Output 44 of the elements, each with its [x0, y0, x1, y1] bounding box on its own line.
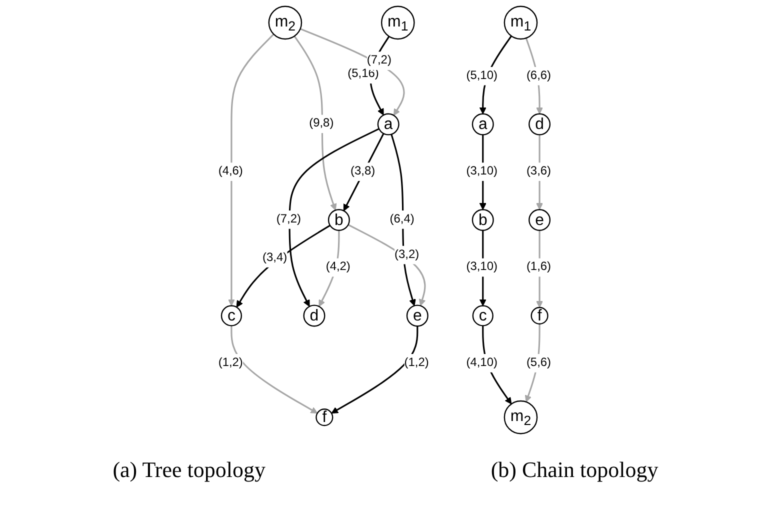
edge-label: (9,8) — [309, 116, 334, 130]
edge-label: (6,4) — [390, 212, 414, 226]
arrow — [236, 224, 330, 308]
edge-label: (6,6) — [526, 68, 552, 82]
node-circle: c — [220, 305, 242, 326]
node-circle: m$_{2}$ — [504, 400, 538, 434]
node-circle: b — [328, 209, 350, 231]
node-circle: b — [472, 209, 494, 231]
caption-text: (b) Chain topology — [490, 457, 658, 483]
node-circle: a — [377, 113, 400, 136]
edge-label: (1,2) — [218, 356, 243, 370]
node-circle: e — [528, 209, 551, 231]
node-circle: d — [303, 304, 326, 327]
edge-label: (1,2) — [404, 356, 429, 370]
arrow — [294, 36, 337, 210]
edge-label: (5,6) — [526, 356, 552, 370]
edge-label: (3,2) — [394, 247, 420, 261]
node-circle: m$_{2}$ — [268, 6, 302, 40]
node-circle: a — [472, 113, 494, 136]
caption-text: (a) Tree topology — [112, 457, 266, 483]
node-circle: f — [530, 306, 548, 324]
edge-label: (7,2) — [276, 212, 302, 226]
edge-label: (3,10) — [466, 260, 498, 274]
edge-label: (1,6) — [526, 260, 552, 274]
node-circle: m$_{1}$ — [504, 6, 538, 40]
edge-label: (4,2) — [326, 260, 350, 274]
edge-label: (3,8) — [350, 164, 376, 178]
edge-label: (7,2) — [366, 53, 392, 67]
node-circle: c — [472, 305, 494, 326]
node-circle: d — [528, 113, 551, 136]
edge-label: (3,10) — [466, 164, 498, 178]
edge-label: (3,4) — [262, 250, 288, 264]
arrow — [228, 34, 274, 306]
arrow — [348, 224, 426, 306]
node-circle: m$_{1}$ — [380, 6, 415, 40]
edge-label: (5,10) — [466, 68, 498, 82]
arrow — [331, 326, 418, 414]
arrow — [230, 326, 318, 414]
node-circle: e — [406, 304, 428, 327]
node-circle: f — [316, 408, 334, 426]
arrow — [343, 133, 384, 212]
edge-label: (3,6) — [526, 164, 552, 178]
edge-label: (4,6) — [218, 164, 243, 178]
edge-label: (4,10) — [466, 356, 498, 370]
